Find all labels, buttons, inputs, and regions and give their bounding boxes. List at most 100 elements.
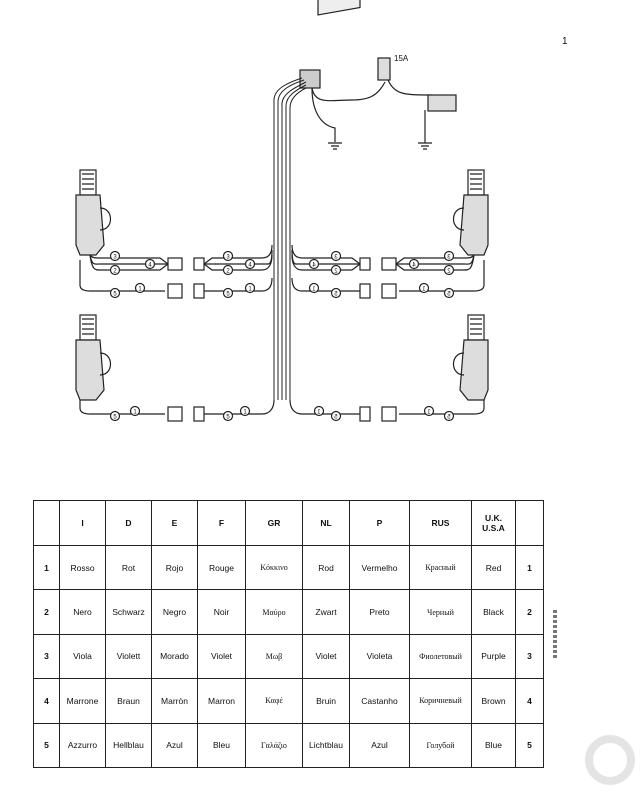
color-cell: Negro — [151, 589, 198, 635]
connector-plug — [381, 283, 397, 299]
wire-number-circle — [443, 287, 455, 299]
ground-icon — [418, 142, 432, 150]
wire-number: 4 — [248, 263, 252, 269]
color-cell: Violett — [105, 633, 152, 680]
column-header — [33, 500, 60, 546]
wire-number: 4 — [148, 263, 152, 269]
row-number: 3 — [515, 633, 544, 680]
wire-number-circle — [222, 287, 234, 299]
color-cell: Μωβ — [245, 633, 303, 680]
wire-number-circle — [239, 405, 251, 417]
color-cell: Marron — [197, 678, 246, 724]
column-header: F — [197, 500, 246, 546]
row-number: 5 — [515, 722, 544, 769]
wire-number-circle — [330, 264, 342, 276]
row-number: 2 — [515, 589, 544, 635]
page-number: 1 — [562, 36, 568, 47]
wire-number-circle — [443, 264, 455, 276]
wire-number: 4 — [312, 263, 316, 269]
color-cell: Голубой — [409, 722, 472, 769]
wire-number: 1 — [138, 287, 142, 293]
color-cell: Фиолетовый — [409, 633, 472, 680]
wire-number: 2 — [226, 269, 230, 275]
fuse — [377, 57, 391, 81]
connector-socket — [359, 283, 371, 299]
control-unit-area: 15A — [273, 0, 457, 400]
color-cell: Preto — [349, 589, 410, 635]
wire-number: 2 — [334, 269, 338, 275]
column-header: RUS — [409, 500, 472, 546]
wire-number-circle — [109, 264, 121, 276]
column-header: GR — [245, 500, 303, 546]
column-header: E — [151, 500, 198, 546]
wire — [89, 254, 168, 265]
color-cell: Violet — [302, 633, 350, 680]
wire-number-circle — [134, 282, 146, 294]
color-cell: Καφέ — [245, 678, 303, 724]
row-number: 2 — [33, 589, 60, 635]
wire-number: 2 — [113, 269, 117, 275]
wire-number: 1 — [243, 410, 247, 416]
wire-number: 1 — [312, 287, 316, 293]
connector-socket — [193, 283, 205, 299]
wire-number: 5 — [113, 292, 117, 298]
wire-number-circle — [418, 282, 430, 294]
control-unit — [317, 0, 361, 16]
wire-number-circle — [330, 287, 342, 299]
actuator-spring — [82, 173, 94, 190]
wire-number-circle — [443, 250, 455, 262]
wire-number-circle — [109, 287, 121, 299]
color-cell: Red — [471, 544, 516, 591]
color-cell: Black — [471, 589, 516, 635]
wire-number-circle — [423, 405, 435, 417]
color-cell: Κόκκινο — [245, 544, 303, 591]
side-reference-code — [553, 610, 557, 658]
color-cell: Noir — [197, 589, 246, 635]
wire — [289, 399, 360, 415]
actuator-body — [459, 194, 489, 256]
wire — [395, 254, 475, 265]
color-cell: Zwart — [302, 589, 350, 635]
wire — [399, 400, 485, 415]
wire-number: 3 — [113, 255, 117, 261]
wire-number-circle — [109, 250, 121, 262]
actuator-body — [75, 339, 105, 401]
watermark-logo — [585, 735, 635, 785]
wire-number-circle — [330, 410, 342, 422]
wire-number: 5 — [113, 415, 117, 421]
wire-number-circle — [222, 410, 234, 422]
color-cell: Rod — [302, 544, 350, 591]
color-cell: Γαλάζιο — [245, 722, 303, 769]
color-cell: Viola — [59, 633, 106, 680]
actuator-body — [459, 339, 489, 401]
wire-number-circle — [222, 264, 234, 276]
wire — [399, 260, 485, 292]
color-cell: Rot — [105, 544, 152, 591]
wire-number: 5 — [226, 415, 230, 421]
fuse-label: 15A — [394, 54, 409, 63]
wire-number-circle — [330, 250, 342, 262]
color-cell: Blue — [471, 722, 516, 769]
connector-socket — [193, 406, 205, 422]
wire-number: 5 — [334, 415, 338, 421]
color-cell: Hellblau — [105, 722, 152, 769]
wire-number-circle — [313, 405, 325, 417]
color-cell: Braun — [105, 678, 152, 724]
wire — [291, 277, 360, 292]
main-harness — [273, 77, 307, 400]
connector-plug — [381, 257, 397, 271]
wire-number: 3 — [334, 255, 338, 261]
color-cell: Красный — [409, 544, 472, 591]
column-header: P — [349, 500, 410, 546]
wire-number: 3 — [226, 255, 230, 261]
wire — [79, 260, 165, 292]
